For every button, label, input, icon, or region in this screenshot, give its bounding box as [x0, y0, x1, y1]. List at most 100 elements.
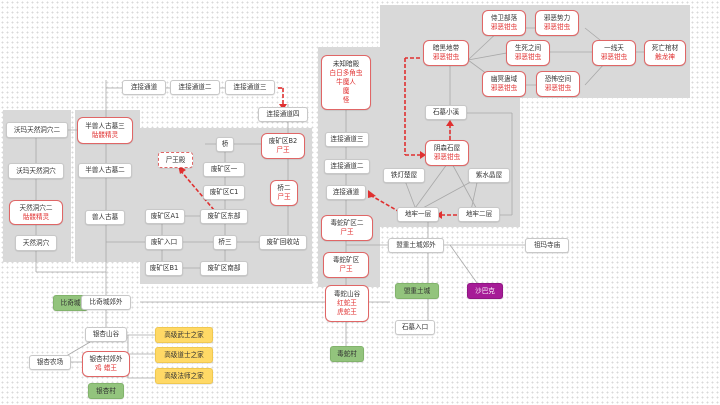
- node-title: 废矿区A1: [150, 212, 180, 220]
- node-title: 半兽人古墓三: [85, 121, 125, 130]
- node-bq-fort-out[interactable]: 比奇城郊外: [81, 295, 131, 310]
- node-boss: 触龙神: [655, 53, 675, 61]
- node-title: 废矿区C1: [209, 188, 239, 196]
- node-boss: 邪恶钳虫: [433, 153, 461, 161]
- node-title: 兽人古墓: [91, 213, 119, 221]
- node-snake-mine2[interactable]: 毒蛇矿区二尸王: [321, 215, 373, 241]
- node-evil-force[interactable]: 邪恶势力邪恶钳虫: [535, 10, 579, 36]
- node-monster: 牛魔人: [336, 78, 356, 86]
- node-dungeon1[interactable]: 地牢一层: [397, 207, 439, 222]
- node-title: 祖玛寺庙: [533, 241, 561, 249]
- node-taoist-home[interactable]: 高级道士之家: [155, 347, 213, 363]
- node-bridge3[interactable]: 桥三: [213, 235, 237, 250]
- node-title: 连接通道三: [233, 83, 267, 91]
- node-title: 连接通道二: [178, 83, 212, 91]
- node-title: 废矿入口: [150, 238, 178, 246]
- node-bridge2[interactable]: 桥二尸王: [270, 180, 298, 206]
- node-boss: 邪恶钳虫: [544, 84, 572, 92]
- node-title: 废矿区B2: [268, 137, 298, 145]
- node-mine-east[interactable]: 废矿区东部: [200, 209, 248, 224]
- node-snake-mine[interactable]: 毒蛇矿区尸王: [323, 252, 369, 278]
- node-title: 天然洞穴二: [19, 203, 53, 212]
- node-stone-stream[interactable]: 石墓小溪: [425, 105, 467, 120]
- node-warrior-home[interactable]: 高级武士之家: [155, 327, 213, 343]
- node-bq-valley[interactable]: 银杏山谷: [85, 327, 127, 342]
- node-death-coffin[interactable]: 死亡棺材触龙神: [644, 40, 686, 66]
- node-title: 比奇城郊外: [89, 298, 123, 306]
- node-title: 沙巴克: [475, 286, 495, 295]
- node-zombie-hall[interactable]: 尸王殿: [158, 152, 193, 168]
- node-mine-1[interactable]: 废矿区一: [203, 162, 245, 177]
- node-heaven1[interactable]: 一线天邪恶钳虫: [592, 40, 636, 66]
- node-title: 废矿区B1: [149, 264, 179, 272]
- node-dungeon2[interactable]: 地牢二层: [458, 207, 500, 222]
- node-stone-entrance[interactable]: 石墓入口: [395, 320, 435, 335]
- node-wm-temple[interactable]: 祖玛寺庙: [525, 238, 569, 253]
- node-half-tomb3[interactable]: 半兽人古墓三骷髅精灵: [77, 117, 133, 144]
- node-passage4[interactable]: 连接通道四: [258, 107, 308, 122]
- node-title: 连接通道: [130, 83, 158, 91]
- node-guard-tribe[interactable]: 侍卫部落邪恶钳虫: [482, 10, 526, 36]
- node-natural-cave2[interactable]: 天然洞穴二骷髅精灵: [9, 200, 63, 225]
- node-passage3[interactable]: 连接通道三: [225, 80, 275, 95]
- node-title: 生死之间: [514, 44, 542, 52]
- node-passage2[interactable]: 连接通道二: [170, 80, 220, 95]
- node-title: 盟重土城郊外: [396, 241, 436, 249]
- node-title: 高级武士之家: [164, 330, 204, 339]
- node-half-tomb2[interactable]: 半兽人古墓二: [78, 163, 132, 178]
- node-title: 天然洞穴: [22, 238, 50, 247]
- node-sabak[interactable]: 沙巴克: [467, 283, 503, 299]
- node-title: 连接通道四: [266, 110, 300, 118]
- node-mine-entrance[interactable]: 废矿入口: [145, 235, 183, 250]
- node-boss: 尸王: [276, 146, 290, 154]
- node-boss: 鸡 蜡王: [95, 364, 117, 372]
- node-title: 未知暗殿: [332, 60, 360, 68]
- node-boss: 邪恶钳虫: [490, 84, 518, 92]
- node-title: 沃玛天然洞穴: [16, 166, 56, 175]
- node-bq-farm[interactable]: 银杏农场: [29, 355, 71, 370]
- node-wl-cave[interactable]: 沃玛天然洞穴: [8, 163, 64, 179]
- node-mine-c1[interactable]: 废矿区C1: [203, 185, 245, 200]
- node-boss: 虎蛇王: [337, 308, 357, 316]
- node-terror-space[interactable]: 恐怖空间邪恶钳虫: [536, 71, 580, 97]
- node-title: 紫水晶屋: [475, 171, 503, 179]
- node-snake-valley[interactable]: 毒蛇山谷红蛇王虎蛇王: [325, 285, 369, 322]
- node-unknown-hall[interactable]: 未知暗殿白日多角虫牛魔人魔怪: [321, 55, 371, 110]
- node-passage1[interactable]: 连接通道: [122, 80, 166, 95]
- node-ch-passage[interactable]: 连接通道: [326, 185, 366, 200]
- node-title: 桥: [221, 140, 229, 148]
- node-monster: 怪: [342, 96, 350, 104]
- node-bridge[interactable]: 桥: [216, 137, 234, 152]
- node-ch-passage3[interactable]: 连接通道三: [325, 132, 369, 147]
- node-title: 毒蛇山谷: [333, 290, 361, 298]
- node-bq-village[interactable]: 银杏村: [88, 383, 124, 399]
- node-title: 尸王殿: [165, 155, 186, 164]
- node-natural-cave[interactable]: 天然洞穴: [15, 235, 57, 251]
- node-mine-south[interactable]: 废矿区南部: [200, 261, 248, 276]
- node-title: 毒蛇矿区二: [330, 219, 364, 227]
- node-bq-village-out[interactable]: 银杏村郊外鸡 蜡王: [82, 351, 130, 377]
- node-ghost-domain[interactable]: 幽冥蛊域邪恶钳虫: [482, 71, 526, 97]
- node-wl-cave2[interactable]: 沃玛天然洞穴二: [6, 122, 68, 138]
- node-mage-home[interactable]: 高级法师之家: [155, 368, 213, 384]
- node-life-death[interactable]: 生死之间邪恶钳虫: [506, 40, 550, 66]
- node-title: 一线天: [604, 44, 624, 52]
- node-mine-b1[interactable]: 废矿区B1: [145, 261, 183, 276]
- node-ch-passage2[interactable]: 连接通道二: [324, 159, 370, 174]
- node-mine-a1[interactable]: 废矿区A1: [145, 209, 185, 224]
- node-title: 桥二: [277, 184, 291, 192]
- node-bq-outskirts[interactable]: 盟重土城郊外: [388, 238, 444, 253]
- node-bq-city[interactable]: 盟重土城: [395, 283, 439, 299]
- node-iron-prison[interactable]: 铁灯楚屋: [383, 168, 425, 183]
- node-title: 毒蛇矿区: [332, 256, 360, 264]
- node-mine-recycle[interactable]: 废矿回收站: [259, 235, 307, 250]
- node-boss: 邪恶钳虫: [432, 53, 460, 61]
- node-title: 暗黑地带: [432, 44, 460, 52]
- node-snake-village[interactable]: 毒蛇村: [330, 346, 364, 362]
- node-evil-lair[interactable]: 暗黑地带邪恶钳虫: [423, 40, 469, 66]
- node-dark-stone[interactable]: 阴森石屋邪恶钳虫: [425, 140, 469, 166]
- node-half-tomb[interactable]: 兽人古墓: [85, 210, 125, 225]
- node-title: 盟重土城: [403, 286, 431, 295]
- node-purple-house[interactable]: 紫水晶屋: [468, 168, 510, 183]
